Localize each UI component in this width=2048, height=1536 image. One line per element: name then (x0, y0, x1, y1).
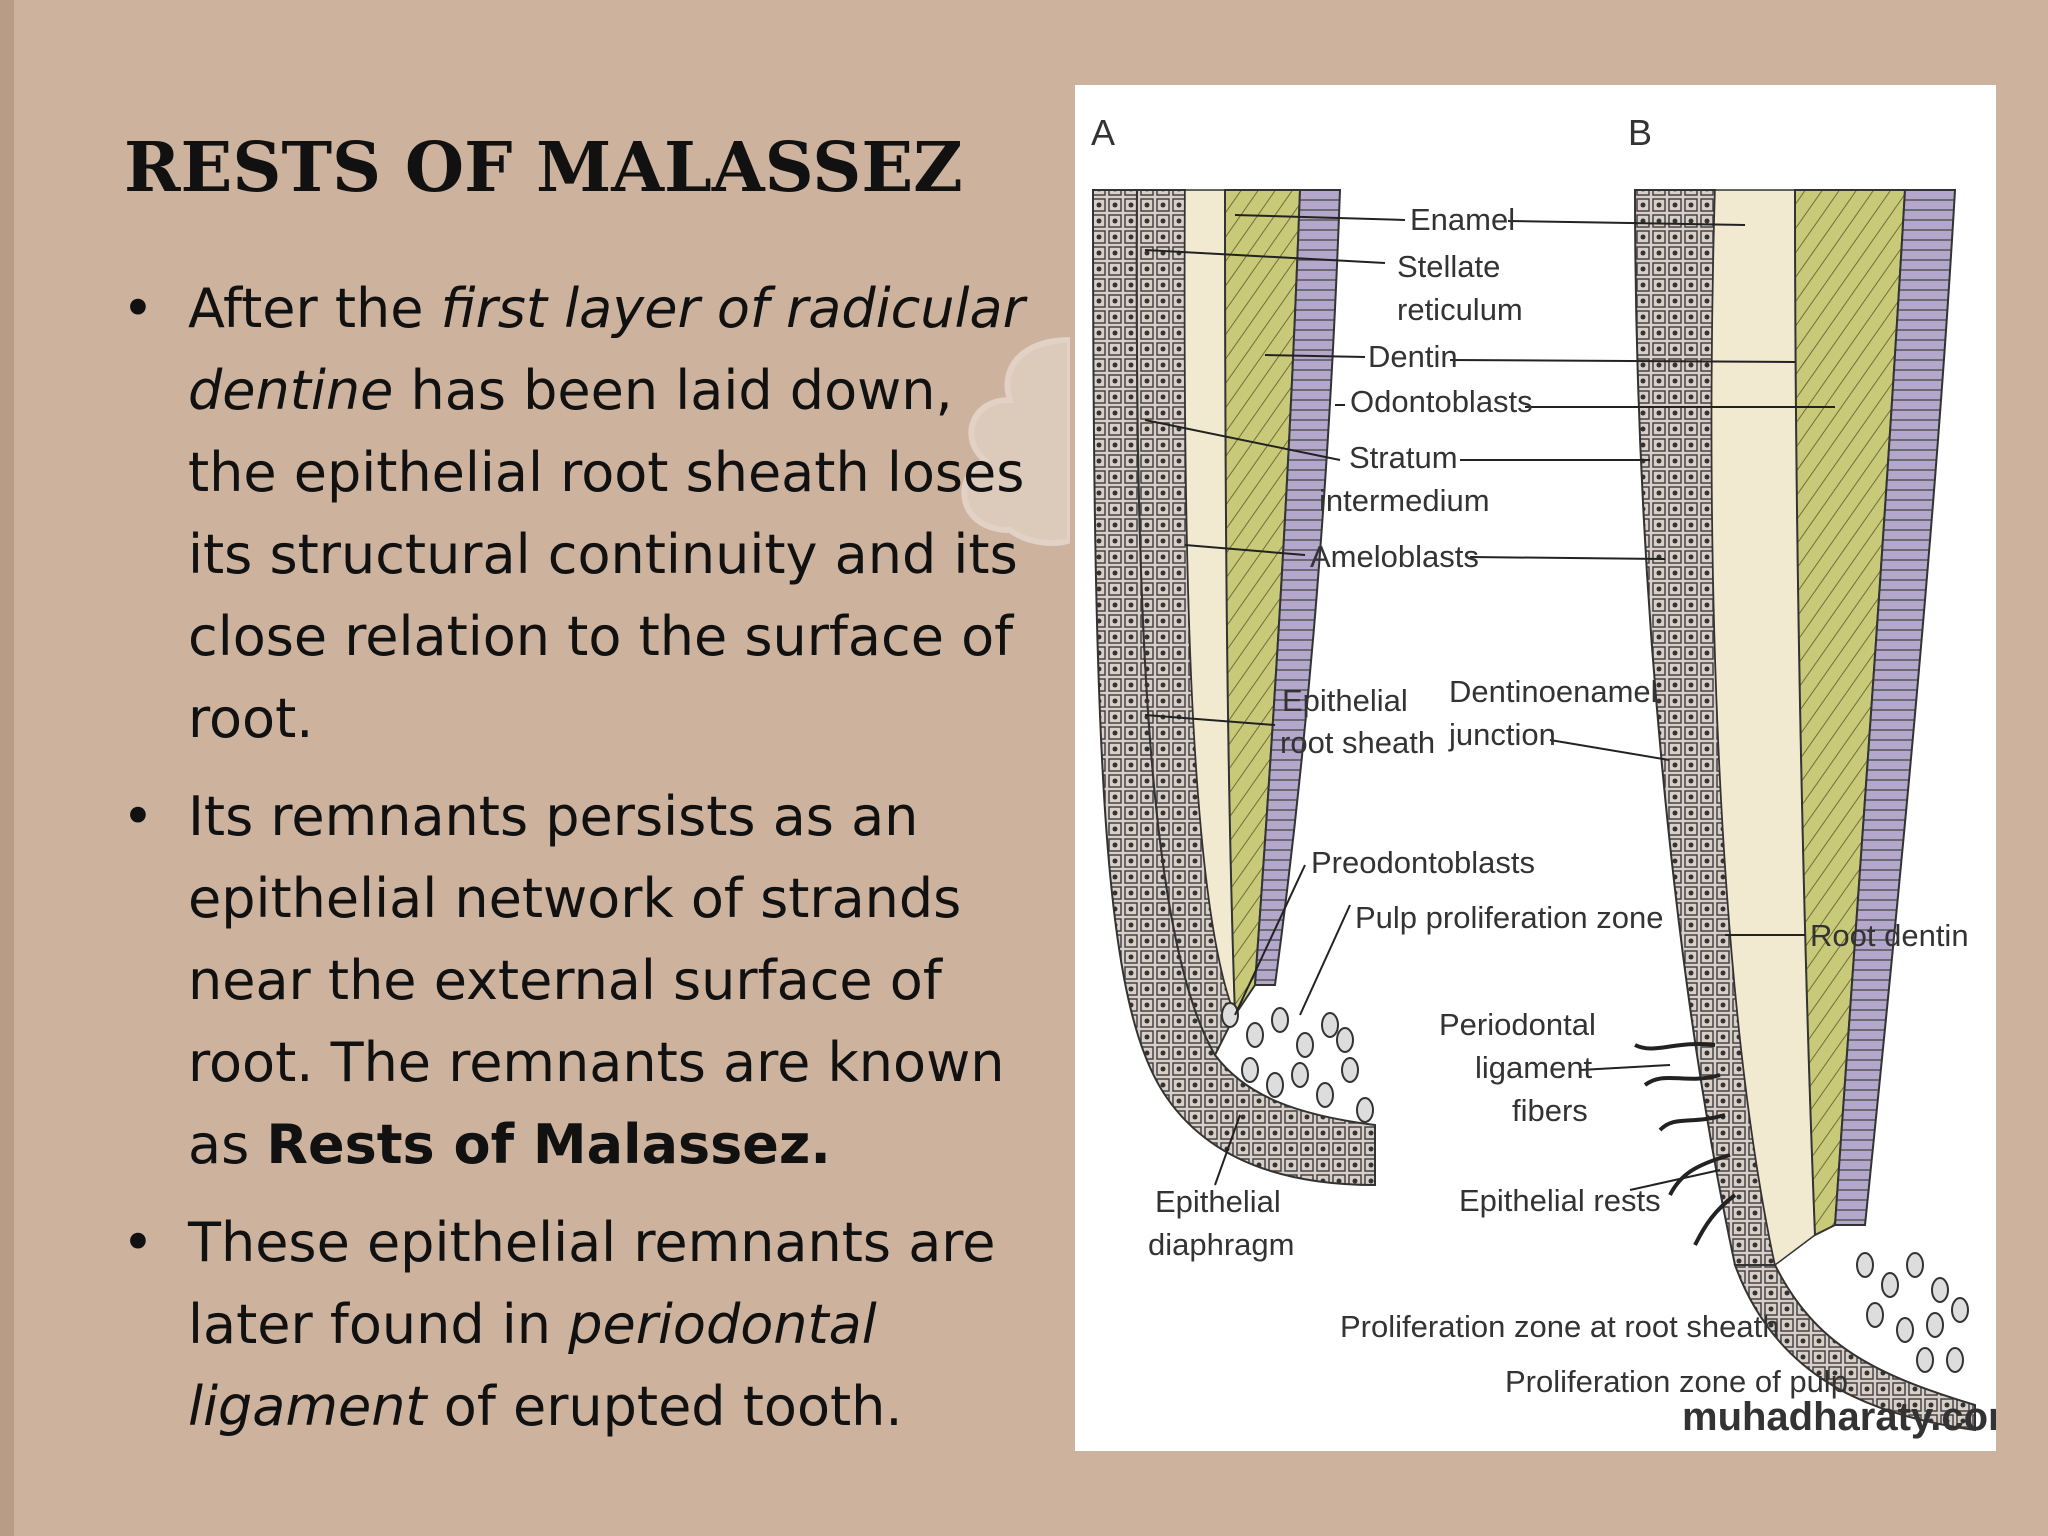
leader-lines (1144, 214, 1835, 1191)
pulp-cells-a (1221, 1002, 1374, 1123)
label-stellate-2: reticulum (1397, 292, 1523, 327)
panel-b-drawing (1633, 189, 1976, 1432)
bullet-list: After the first layer of radicular denti… (120, 268, 1040, 1464)
panel-b-label: B (1628, 112, 1652, 153)
pdl-fibers (1634, 1042, 1737, 1246)
bullet-item: These epithelial remnants are later foun… (120, 1202, 1040, 1448)
label-epithelial-rests: Epithelial rests (1459, 1183, 1661, 1218)
bullet-item: After the first layer of radicular denti… (120, 268, 1040, 760)
label-enamel: Enamel (1410, 202, 1515, 237)
label-diaphragm-2: diaphragm (1148, 1227, 1294, 1262)
label-pdl-2: ligament (1475, 1050, 1593, 1085)
label-ers-2: root sheath (1280, 725, 1435, 760)
bullet-text: After the (188, 277, 441, 340)
label-stellate-1: Stellate (1397, 249, 1500, 284)
label-prolif-sheath: Proliferation zone at root sheath (1340, 1309, 1779, 1344)
bullet-italic-text: first layer of radicular dentine (188, 277, 1025, 422)
label-stratum-2: intermedium (1319, 483, 1490, 518)
watermark-text: muhadharaty.com (1682, 1395, 1996, 1439)
label-ameloblasts: Ameloblasts (1310, 539, 1479, 574)
label-odontoblasts: Odontoblasts (1350, 384, 1533, 419)
panel-a-label: A (1091, 112, 1115, 153)
bullet-item: Its remnants persists as an epithelial n… (120, 776, 1040, 1186)
label-stratum-1: Stratum (1349, 440, 1458, 475)
label-ers-1: Epithelial (1282, 683, 1408, 718)
pulp-cells-b (1856, 1252, 1969, 1373)
tooth-root-diagram: A B (1075, 85, 1996, 1451)
label-dej-2: junction (1448, 717, 1556, 752)
label-dentin: Dentin (1368, 339, 1458, 374)
diagram-svg: A B (1091, 112, 1996, 1439)
bullet-text: These epithelial remnants are later foun… (188, 1211, 996, 1356)
slide-edge-shadow (0, 0, 14, 1536)
bullet-text: of erupted tooth. (426, 1375, 903, 1438)
slide-title: RESTS OF MALASSEZ (124, 128, 963, 208)
bullet-italic-text: periodontal ligament (188, 1293, 877, 1438)
bullet-text: has been laid down, the epithelial root … (188, 359, 1025, 750)
bullet-text: Its remnants persists as an epithelial n… (188, 785, 1005, 1176)
bullet-bold-text: Rests of Malassez. (266, 1113, 831, 1176)
label-preodontoblasts: Preodontoblasts (1311, 845, 1535, 880)
label-pulp-zone: Pulp proliferation zone (1355, 900, 1663, 935)
label-pdl-1: Periodontal (1439, 1007, 1596, 1042)
panel-a-drawing (1091, 189, 1376, 1187)
label-pdl-3: fibers (1512, 1093, 1588, 1128)
label-diaphragm-1: Epithelial (1155, 1184, 1281, 1219)
label-prolif-pulp: Proliferation zone of pulp (1505, 1364, 1848, 1399)
label-root-dentin: Root dentin (1810, 918, 1969, 953)
label-dej-1: Dentinoenamel (1449, 674, 1658, 709)
